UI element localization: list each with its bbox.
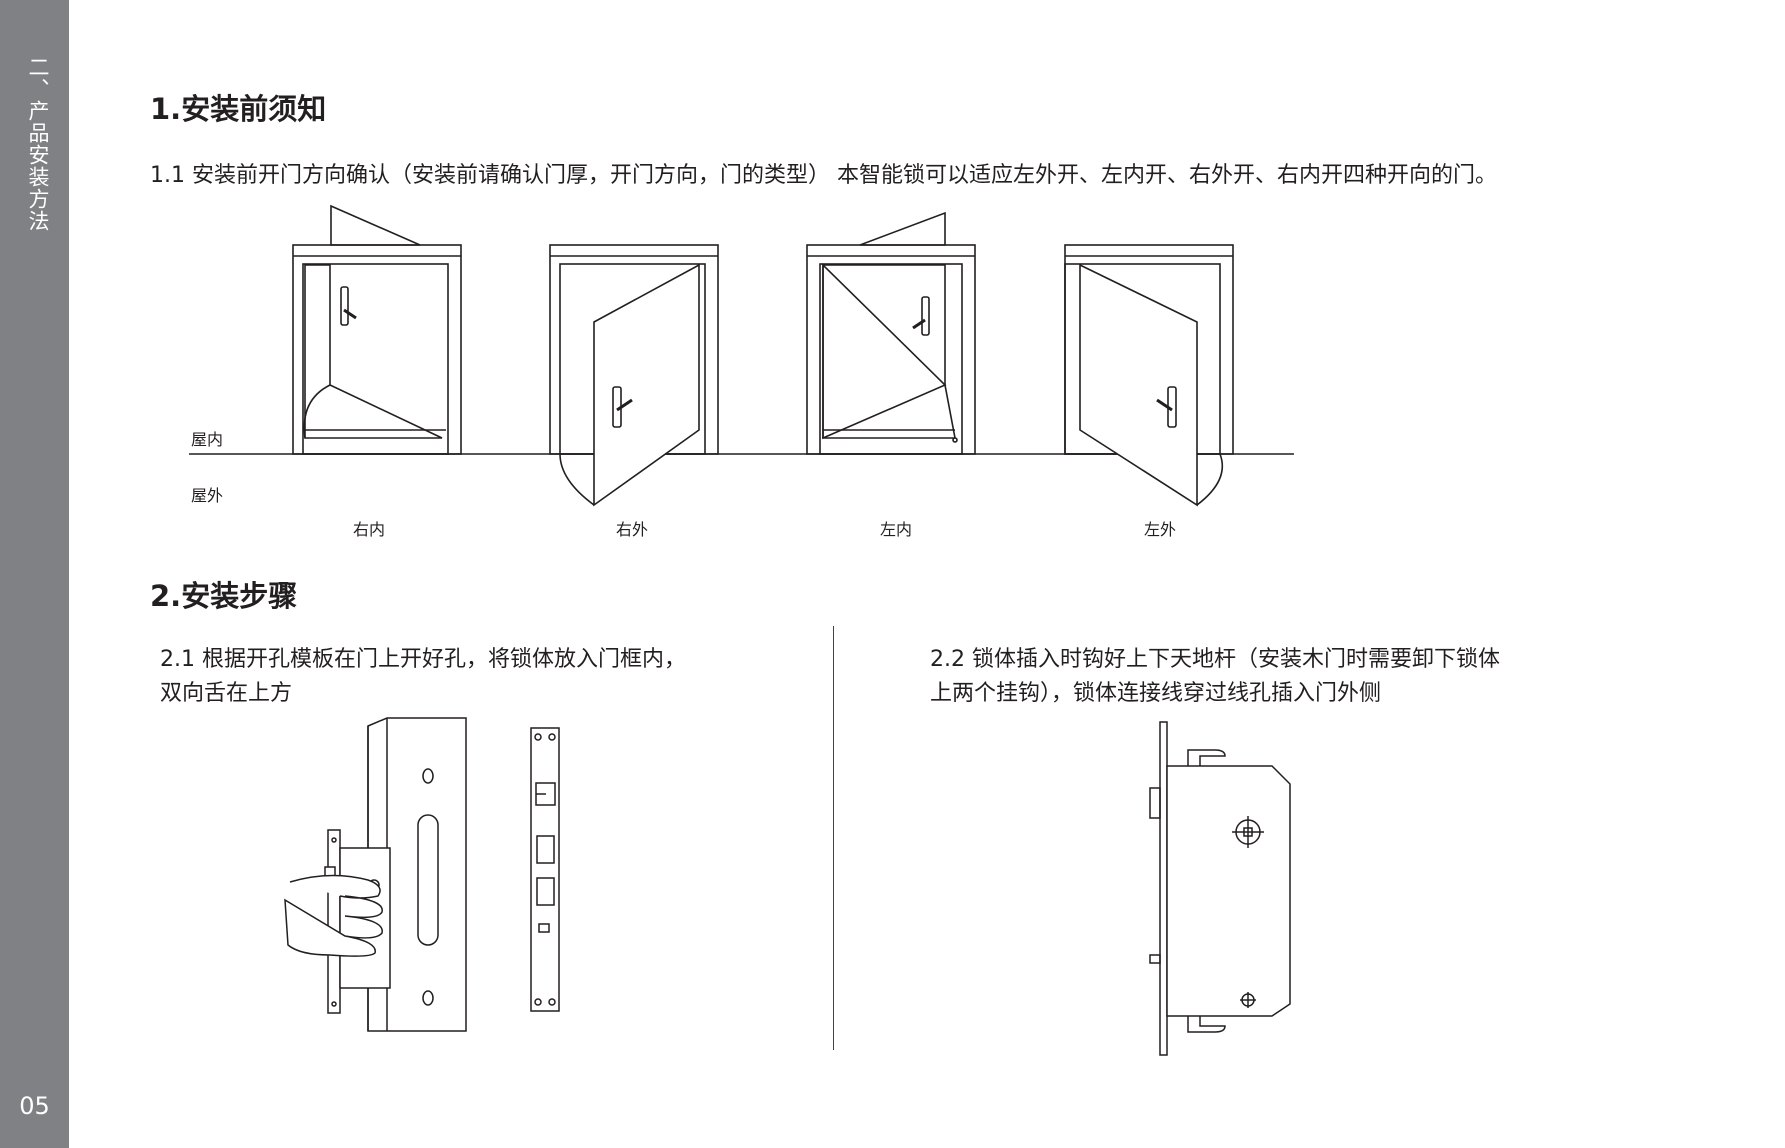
door-label-right-outward: 右外 <box>616 520 649 539</box>
door-right-inward <box>292 204 462 455</box>
page-number: 05 <box>19 1092 50 1120</box>
section2-heading: 2.安装步骤 <box>150 579 298 613</box>
section1-paragraph: 1.1 安装前开门方向确认（安装前请确认门厚，开门方向，门的类型） 本智能锁可以… <box>150 163 1497 188</box>
door-label-left-inward: 左内 <box>880 520 913 539</box>
step1-line2: 双向舌在上方 <box>160 681 293 706</box>
step1-line1: 2.1 根据开孔模板在门上开好孔，将锁体放入门框内， <box>160 647 686 672</box>
door-label-right-inward: 右内 <box>353 520 386 539</box>
sidebar: 二、产品安装方法 05 <box>0 0 69 1148</box>
door-left-outward <box>1064 244 1234 507</box>
door-left-inward <box>806 211 976 455</box>
indoor-label: 屋内 <box>191 430 224 449</box>
section-label: 二、产品安装方法 <box>26 56 50 232</box>
step2-line2: 上两个挂钩），锁体连接线穿过线孔插入门外侧 <box>930 681 1382 706</box>
column-divider <box>833 626 834 1050</box>
outdoor-label: 屋外 <box>191 486 224 505</box>
door-label-left-outward: 左外 <box>1144 520 1177 539</box>
section1-heading: 1.安装前须知 <box>150 92 327 126</box>
step2-line1: 2.2 锁体插入时钩好上下天地杆（安装木门时需要卸下锁体 <box>930 647 1500 672</box>
door-right-outward <box>549 244 719 507</box>
